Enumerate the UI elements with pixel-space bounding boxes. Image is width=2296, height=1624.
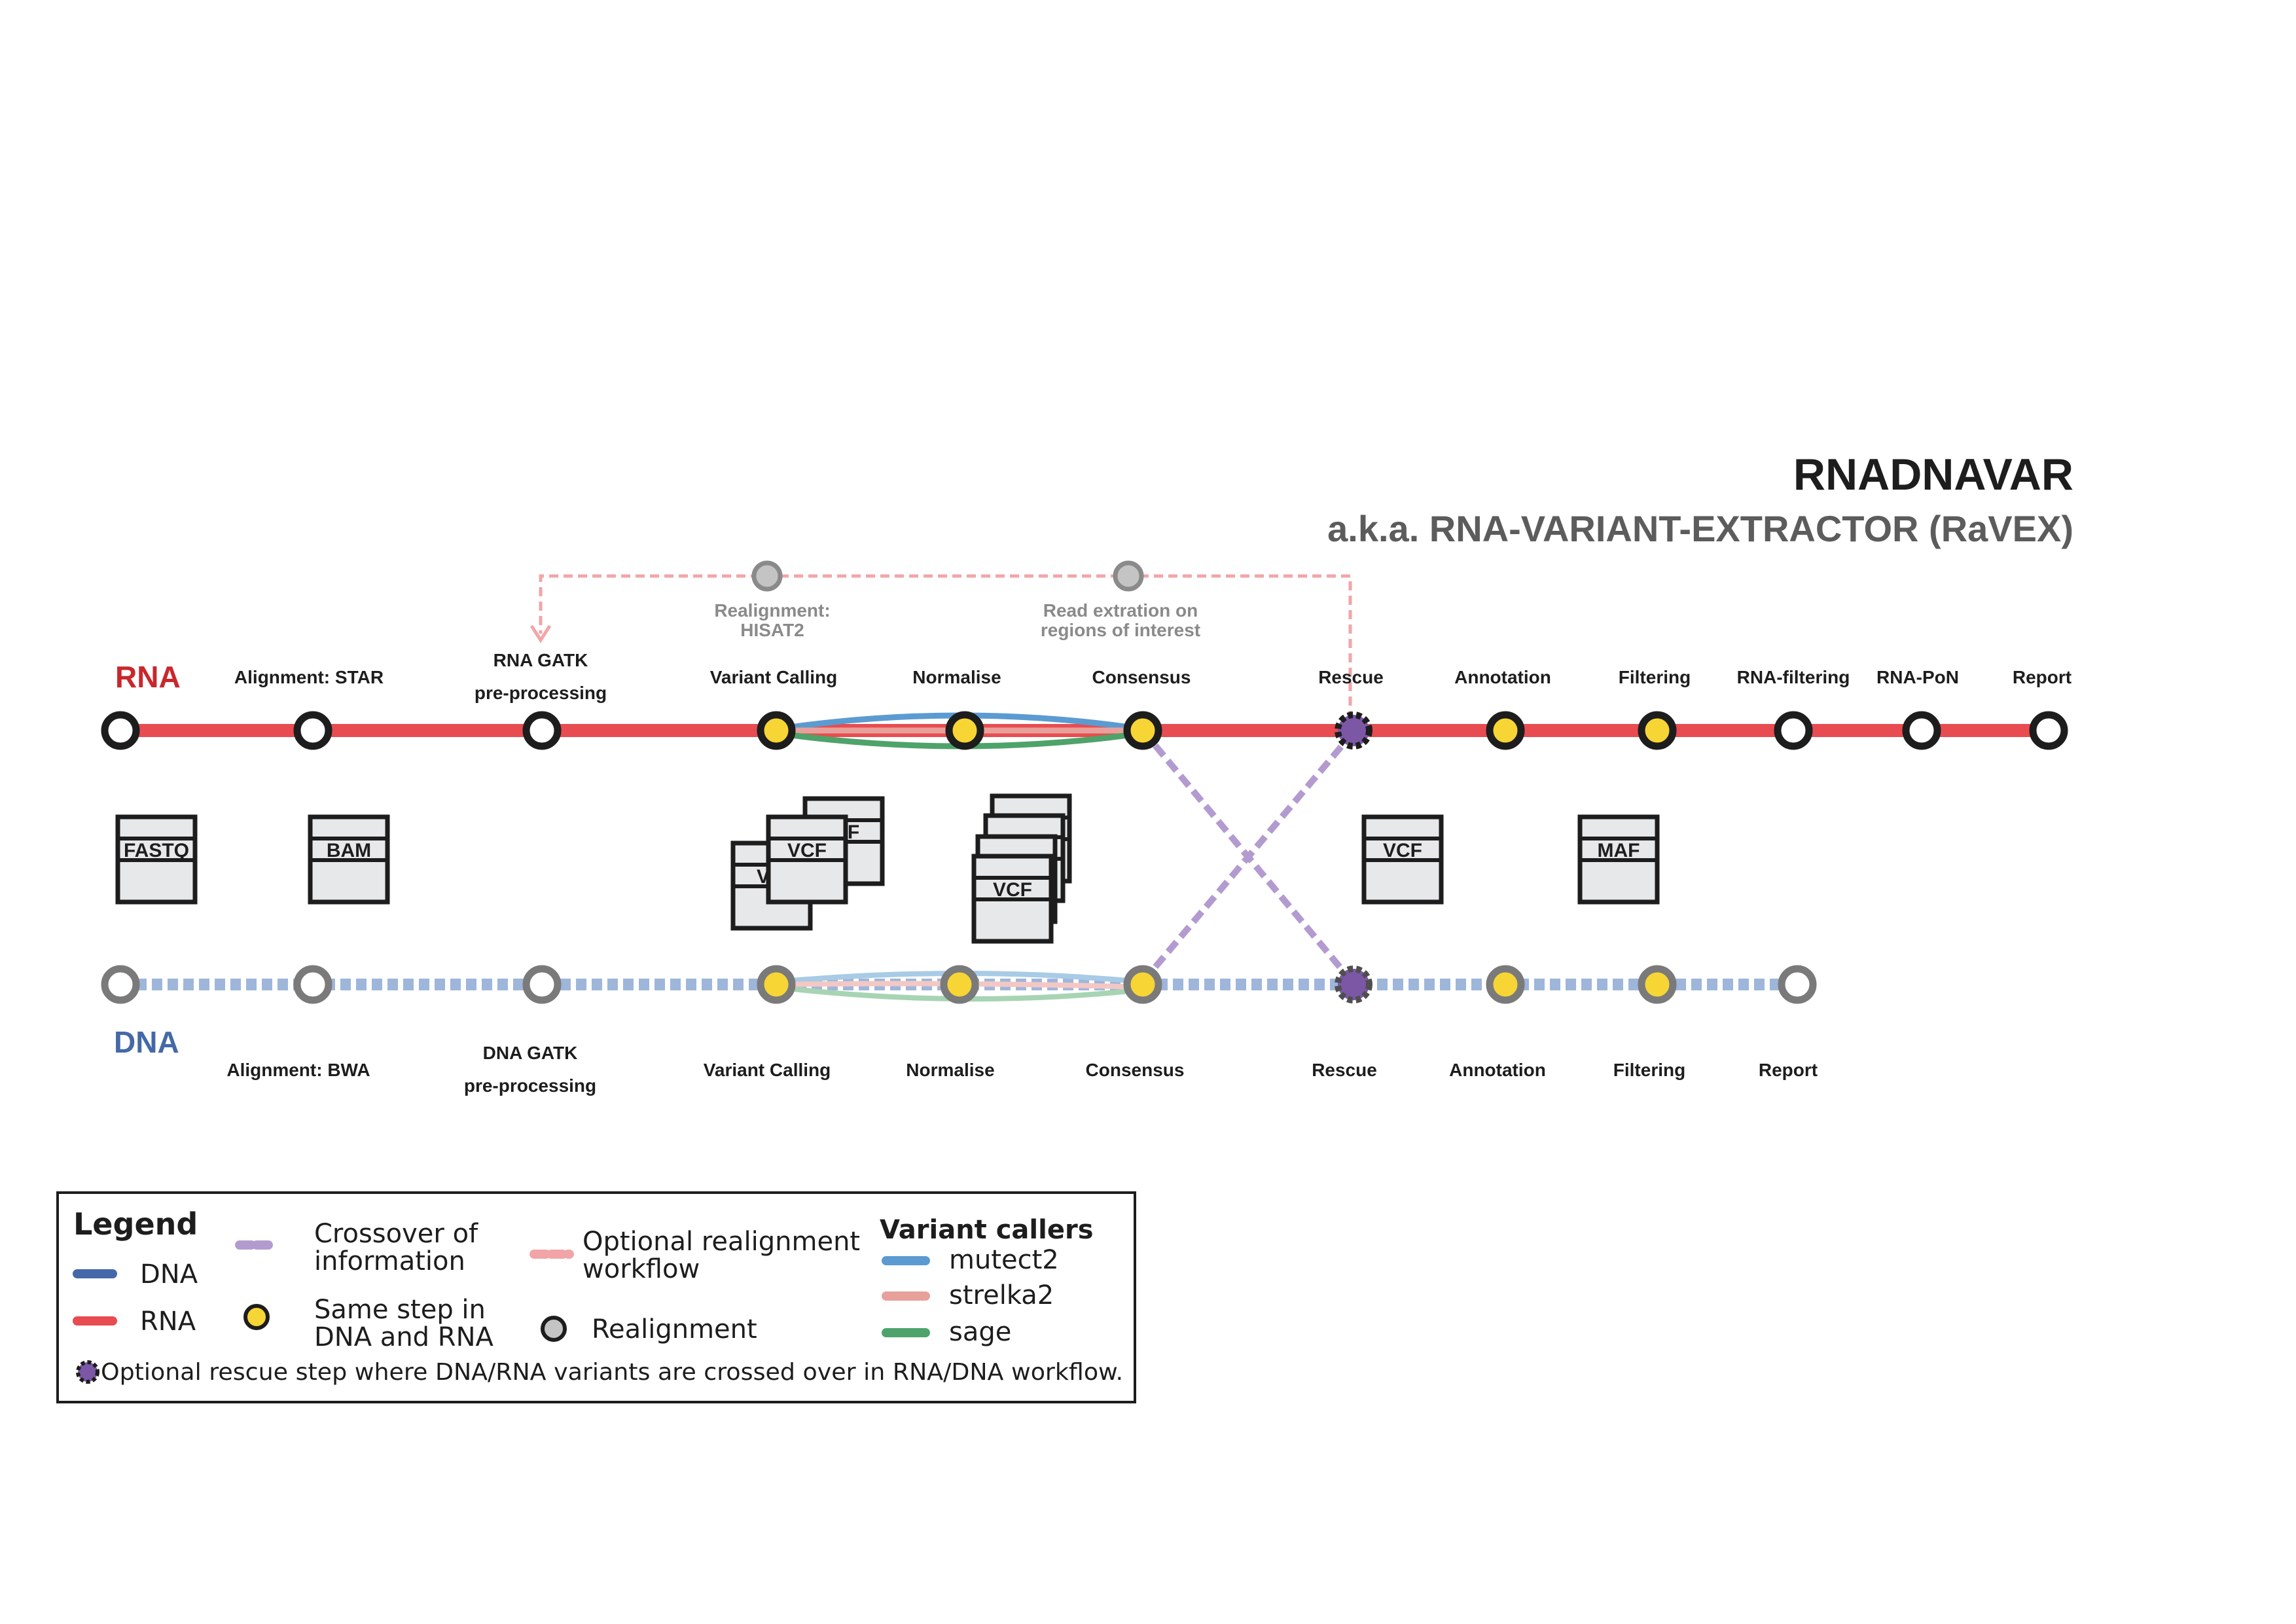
realignment-node: [1113, 560, 1144, 592]
legend-optional-label: Optional realignment: [583, 1227, 860, 1257]
dna-step-label: Report: [1759, 1060, 1818, 1080]
dna-step-label: Consensus: [1086, 1060, 1185, 1080]
maf-file-label: MAF: [1598, 840, 1640, 861]
rna-node-variant-calling: [757, 711, 796, 750]
dna-node-variant-calling: [757, 965, 796, 1004]
rna-step-label: Consensus: [1092, 667, 1191, 687]
vcf-file-label: VCF: [1383, 840, 1422, 861]
legend-same-step-label: DNA and RNA: [314, 1322, 493, 1352]
rna-node-report: [2029, 711, 2068, 750]
maf-file-icon: MAF: [1580, 817, 1657, 902]
dna-step-label: Annotation: [1449, 1060, 1546, 1080]
legend-caller-label: strelka2: [949, 1280, 1054, 1310]
legend-crossover-label: information: [314, 1246, 465, 1276]
rna-node-rna-pon: [1902, 711, 1941, 750]
vcf-file-icon: VCF: [768, 817, 846, 902]
dna-step-label: Alignment: BWA: [226, 1060, 370, 1080]
rna-step-label: Annotation: [1454, 667, 1551, 687]
rna-step-label: Variant Calling: [710, 667, 838, 687]
dna-step-label: Variant Calling: [704, 1060, 831, 1080]
realignment-node: [751, 560, 783, 592]
rna-step-label: Filtering: [1619, 667, 1691, 687]
dna-node-alignment: [293, 965, 332, 1004]
legend-rna-label: RNA: [140, 1307, 196, 1337]
legend-callers-title: Variant callers: [880, 1215, 1094, 1245]
legend-rescue-note: Optional rescue step where DNA/RNA varia…: [101, 1359, 1123, 1386]
rna-step-label: Alignment: STAR: [234, 667, 384, 687]
dna-step-label: DNA GATK: [483, 1043, 578, 1063]
realignment-label: HISAT2: [740, 620, 804, 640]
legend-caller-label: mutect2: [949, 1245, 1059, 1275]
dna-node-filtering: [1638, 965, 1677, 1004]
dna-step-label: Normalise: [906, 1060, 994, 1080]
rna-node-consensus: [1123, 711, 1162, 750]
rna-node-alignment: [293, 711, 332, 750]
legend: Legend DNA RNA Crossover of information …: [56, 1191, 1136, 1403]
legend-crossover-label: Crossover of: [314, 1219, 478, 1249]
vcf-file-label: VCF: [787, 840, 827, 861]
legend-optional-label: workflow: [583, 1254, 700, 1284]
vcf-file-label: VCF: [993, 879, 1032, 901]
dna-node-gatk: [522, 965, 562, 1004]
vcf-file-label: F: [848, 821, 859, 843]
legend-box: [56, 1191, 1136, 1403]
rna-node-normalise: [945, 711, 984, 750]
realignment-arrow-head: [529, 624, 552, 643]
bam-file-icon: BAM: [310, 817, 387, 902]
rna-start-node: [101, 711, 140, 750]
rna-step-label: Normalise: [912, 667, 1001, 687]
rna-track-label: RNA: [115, 660, 181, 694]
dna-node-consensus: [1123, 965, 1162, 1004]
dna-step-label: Rescue: [1312, 1060, 1377, 1080]
legend-rescue-icon: [76, 1360, 99, 1384]
rna-node-filtering: [1638, 711, 1677, 750]
fastq-file-icon: FASTQ: [118, 817, 195, 902]
rna-node-rna-filtering: [1774, 711, 1813, 750]
rna-step-label: RNA GATK: [493, 650, 588, 670]
dna-track-label: DNA: [114, 1025, 179, 1059]
legend-dna-label: DNA: [140, 1259, 198, 1290]
rna-node-rescue: [1335, 712, 1372, 749]
legend-title: Legend: [73, 1206, 198, 1242]
dna-step-label: pre-processing: [464, 1075, 596, 1096]
rna-step-label: Report: [2013, 667, 2072, 687]
legend-realignment-icon: [541, 1316, 567, 1342]
realignment-workflow-path: [539, 574, 1352, 720]
legend-same-step-icon: [243, 1304, 270, 1330]
vcf-file-icon: VCF: [1364, 817, 1441, 902]
legend-realignment-label: Realignment: [592, 1314, 757, 1344]
legend-same-step-label: Same step in: [314, 1295, 486, 1325]
legend-caller-label: sage: [949, 1317, 1011, 1347]
realignment-label: Read extration on: [1043, 600, 1198, 621]
rna-node-gatk: [522, 711, 562, 750]
vcf-file-icon: VCF: [974, 856, 1051, 941]
rna-step-label: pre-processing: [475, 683, 607, 703]
dna-node-normalise: [940, 965, 979, 1004]
fastq-file-label: FASTQ: [124, 840, 189, 861]
crossover-rna-to-dna: [1140, 728, 1355, 984]
vcf-file-icon: F: [805, 799, 882, 884]
rna-node-annotation: [1486, 711, 1525, 750]
dna-step-label: Filtering: [1613, 1060, 1685, 1080]
diagram-subtitle: a.k.a. RNA-VARIANT-EXTRACTOR (RaVEX): [1327, 508, 2073, 549]
dna-node-report: [1778, 965, 1817, 1004]
bam-file-label: BAM: [327, 840, 371, 861]
realignment-label: Realignment:: [714, 600, 830, 621]
dna-node-annotation: [1486, 965, 1525, 1004]
rna-step-label: Rescue: [1318, 667, 1384, 687]
dna-node-rescue: [1335, 965, 1372, 1003]
dna-start-node: [101, 965, 140, 1004]
rna-step-label: RNA-PoN: [1876, 667, 1959, 687]
realignment-label: regions of interest: [1041, 620, 1200, 640]
diagram-title: RNADNAVAR: [1793, 450, 2073, 499]
rna-step-label: RNA-filtering: [1737, 667, 1850, 687]
